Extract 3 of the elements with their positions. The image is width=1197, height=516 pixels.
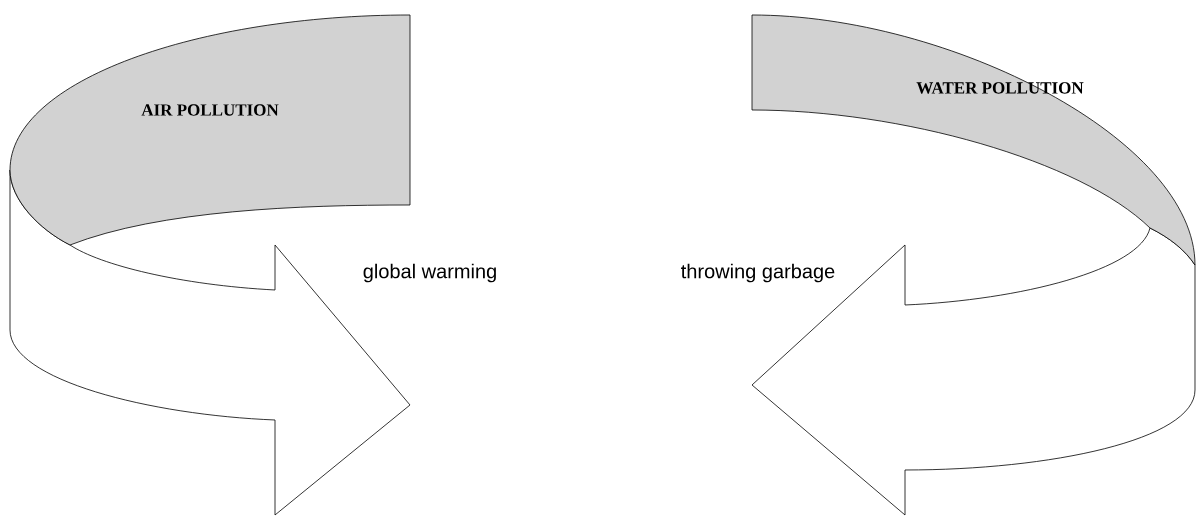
node-label: AIR POLLUTION — [141, 104, 279, 116]
node-label: WATER POLLUTION — [916, 82, 1084, 94]
label-text: throwing garbage — [681, 263, 835, 283]
